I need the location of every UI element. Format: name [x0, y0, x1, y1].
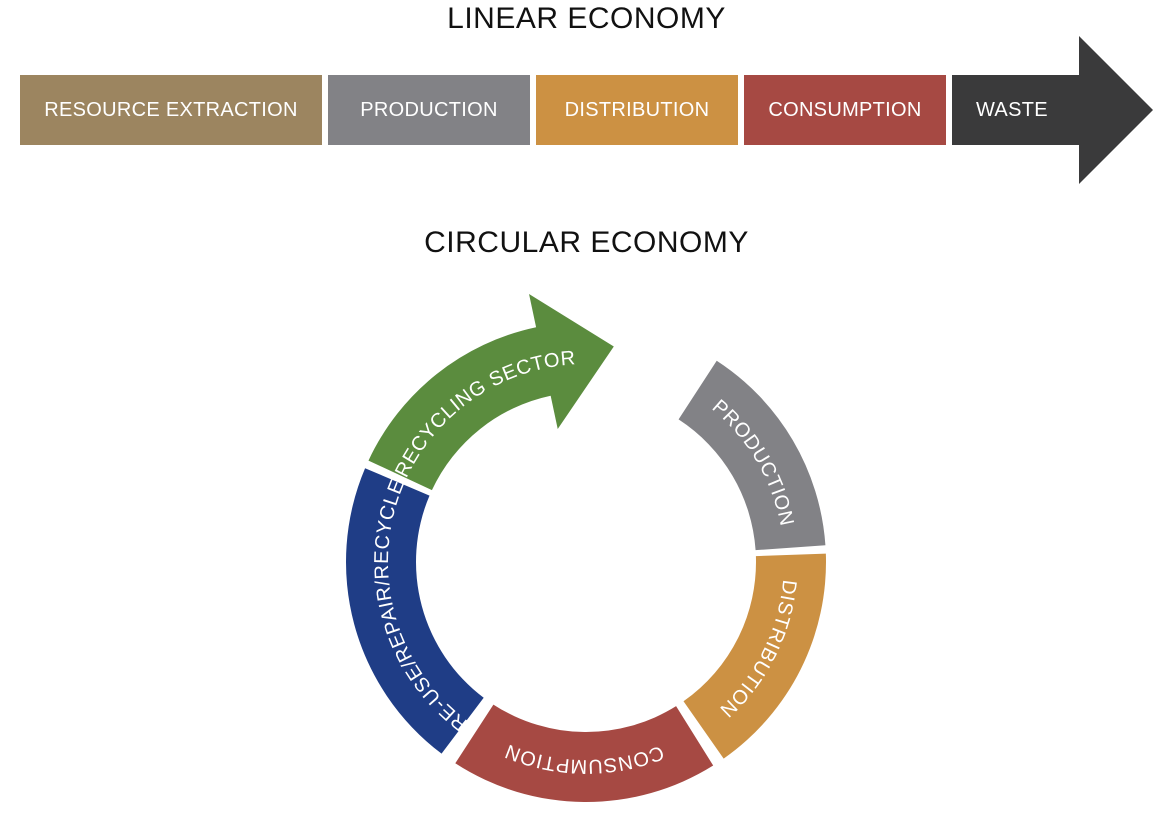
circle-segment-consumption: [455, 704, 714, 803]
circular-economy-title: CIRCULAR ECONOMY: [424, 226, 749, 259]
linear-economy-title: LINEAR ECONOMY: [447, 2, 726, 35]
circle-segment-reuse-repair-recycle: [345, 468, 484, 754]
linear-waste-arrow: [952, 36, 1153, 184]
linear-step-label: CONSUMPTION: [768, 98, 922, 121]
waste-arrow-shape: [952, 36, 1153, 184]
linear-step-production: PRODUCTION: [328, 75, 530, 145]
linear-step-label: PRODUCTION: [360, 98, 498, 121]
circle-segment-production: [678, 360, 826, 551]
circle-segment-recycling-sector-arrow: [368, 293, 614, 491]
linear-step-consumption: CONSUMPTION: [744, 75, 946, 145]
linear-step-waste: WASTE: [976, 98, 1048, 121]
linear-step-distribution: DISTRIBUTION: [536, 75, 738, 145]
linear-step-resource-extraction: RESOURCE EXTRACTION: [20, 75, 322, 145]
circle-segment-distribution: [683, 553, 826, 759]
linear-step-label: RESOURCE EXTRACTION: [44, 98, 298, 121]
linear-step-label: DISTRIBUTION: [564, 98, 710, 121]
